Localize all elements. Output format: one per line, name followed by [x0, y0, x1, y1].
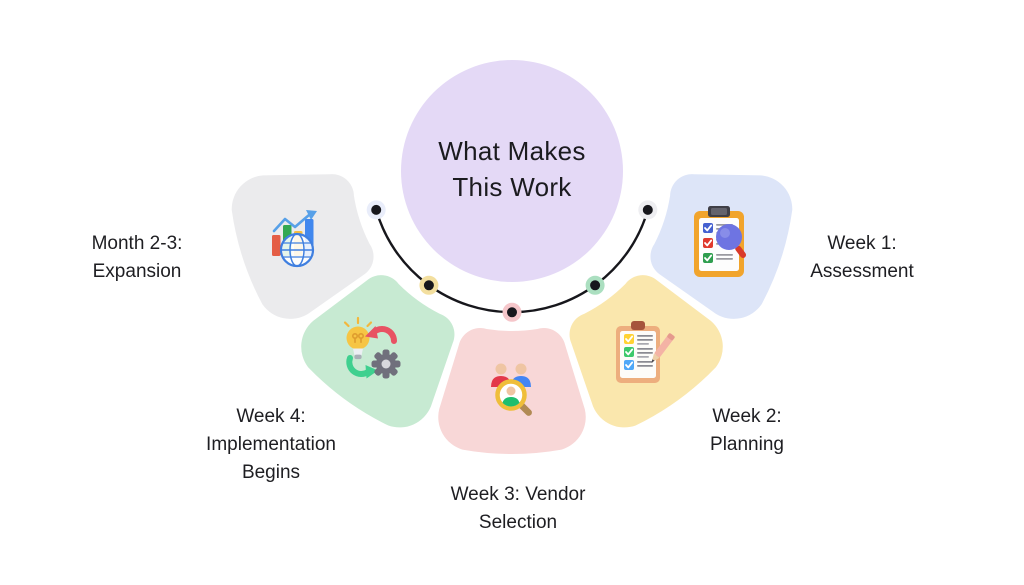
label-vendor-line-1: Week 3: Vendor — [450, 484, 586, 505]
label-planning-line-1: Week 2: — [712, 406, 782, 427]
magnifier-handle — [735, 245, 747, 258]
label-implementation: Week 4: Implementation Begins — [206, 403, 336, 487]
gear — [371, 349, 401, 379]
label-vendor-line-2: Selection — [478, 512, 558, 533]
dot-assessment — [642, 204, 653, 215]
pencil — [651, 333, 675, 363]
people-search-icon — [491, 363, 532, 416]
center-circle — [401, 60, 623, 282]
clipboard-magnifier-icon — [694, 206, 747, 277]
diagram-title: What Makes This Work — [438, 133, 586, 205]
connector-dots — [366, 200, 658, 322]
checklist-pencil-icon — [616, 321, 675, 383]
dot-implementation — [423, 280, 434, 291]
label-vendor-selection: Week 3: Vendor Selection — [451, 481, 586, 537]
magnifier-person — [502, 386, 520, 407]
label-expansion-line-2: Expansion — [92, 261, 182, 282]
label-planning-line-2: Planning — [710, 434, 784, 455]
label-assessment-line-2: Assessment — [810, 261, 914, 282]
label-expansion-line-1: Month 2-3: — [91, 233, 183, 254]
label-expansion: Month 2-3: Expansion — [92, 230, 183, 286]
label-implementation-line-3: Begins — [241, 462, 301, 483]
dot-expansion — [371, 204, 382, 215]
title-line-1: What Makes — [438, 136, 586, 166]
dot-vendor — [507, 307, 517, 318]
checklist-rows — [624, 334, 653, 370]
idea-process-gear-icon — [343, 316, 401, 379]
label-assessment-line-1: Week 1: — [827, 233, 897, 254]
label-assessment: Week 1: Assessment — [810, 230, 913, 286]
label-planning: Week 2: Planning — [710, 403, 784, 459]
title-line-2: This Work — [452, 172, 572, 202]
dot-planning — [590, 280, 601, 291]
bulb-filament — [351, 332, 365, 343]
label-implementation-line-2: Implementation — [206, 434, 336, 455]
growth-chart-globe-icon — [272, 210, 317, 268]
bulb-rays — [343, 316, 373, 328]
label-implementation-line-1: Week 4: — [236, 406, 306, 427]
